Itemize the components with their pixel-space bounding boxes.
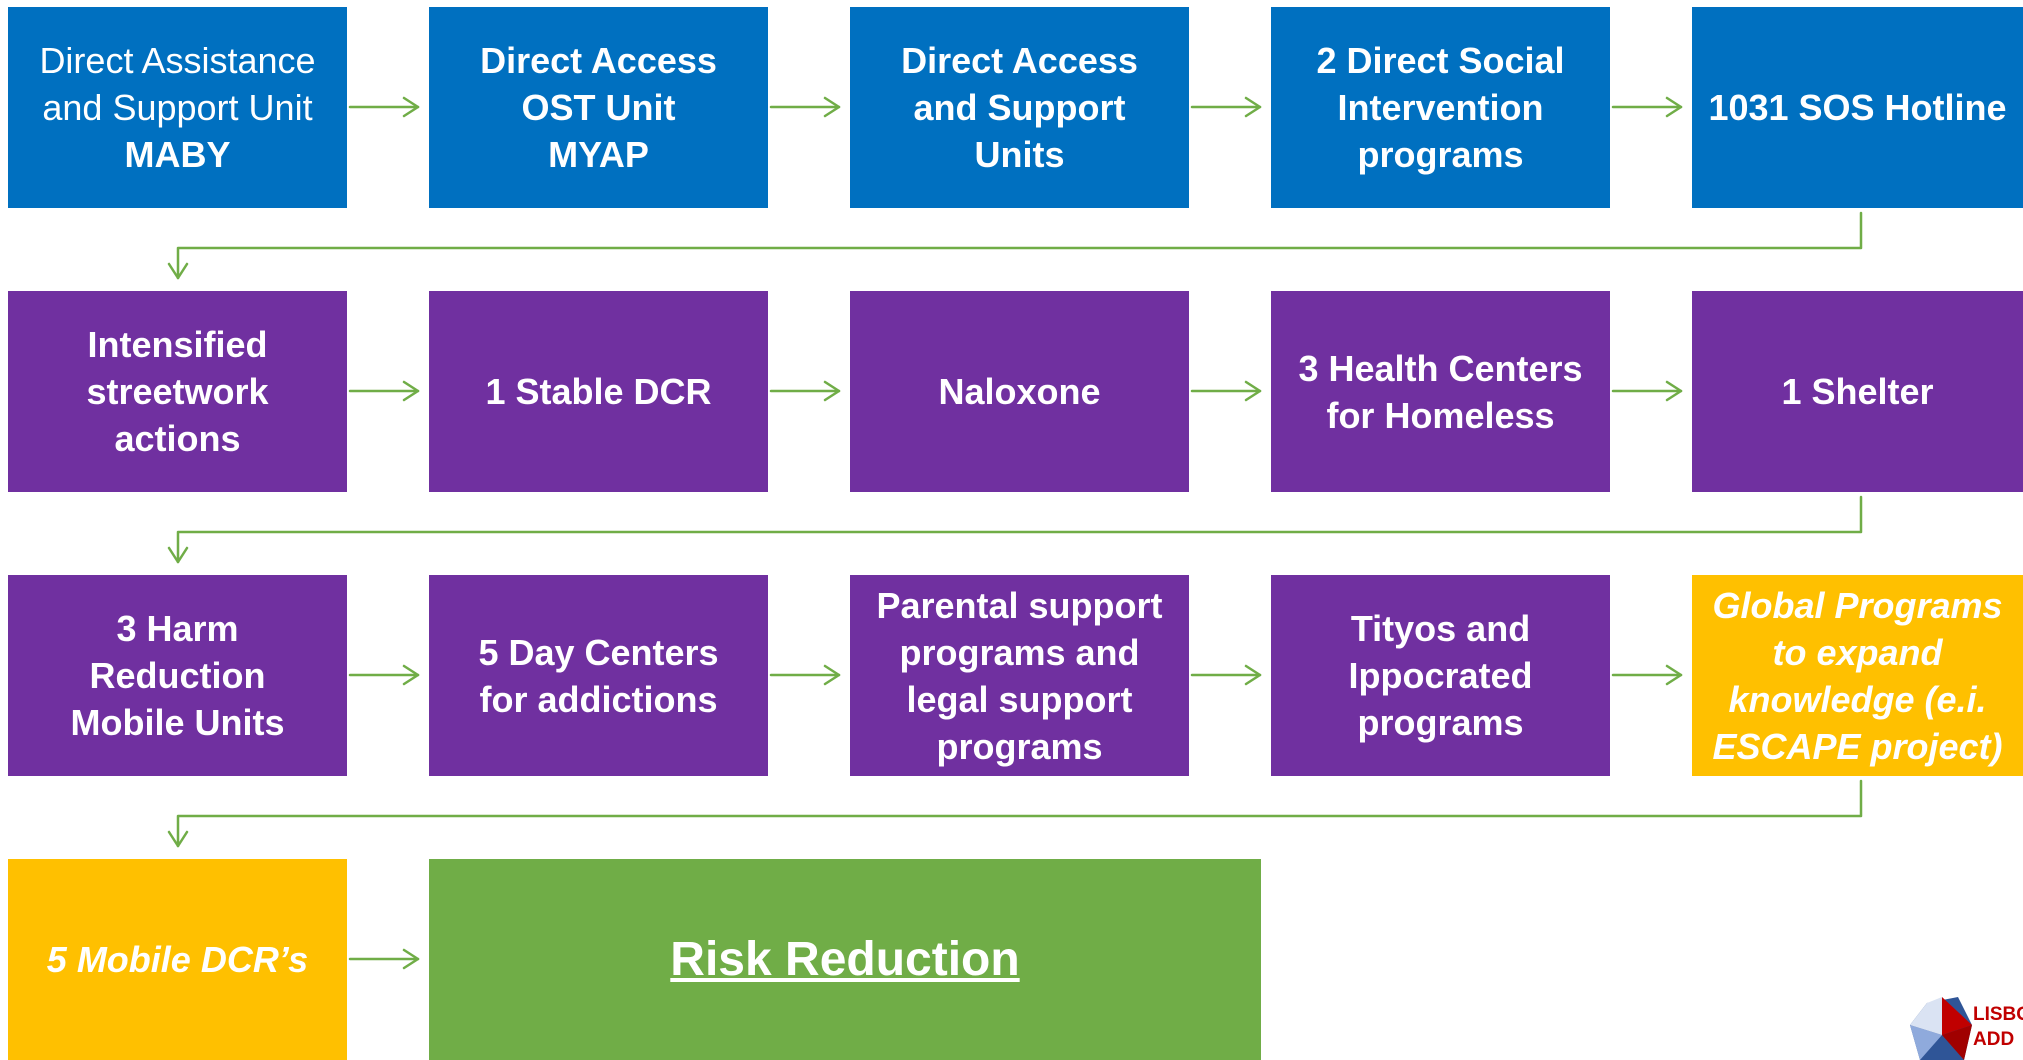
arrow-r4-1 [348, 948, 420, 970]
box-line: programs [1357, 702, 1524, 743]
box-line: streetwork [86, 371, 269, 412]
box-sos-hotline: 1031 SOS Hotline [1692, 7, 2023, 208]
logo-line: LISBO [1973, 1004, 2023, 1025]
box-line: programs [1357, 134, 1524, 175]
box-line: 2 Direct Social [1316, 40, 1565, 81]
box-line: to expand [1772, 631, 1943, 673]
box-line: knowledge (e.i. [1728, 678, 1987, 720]
box-line: Mobile Units [70, 702, 285, 743]
box-line: programs and [899, 631, 1140, 673]
logo-line: ADD [1973, 1029, 2015, 1050]
box-line: Parental support [876, 584, 1163, 626]
box-line: actions [114, 418, 241, 459]
box-line: Direct Access [901, 40, 1138, 81]
box-stable-dcr: 1 Stable DCR [429, 291, 768, 492]
box-line: 3 Health Centers [1298, 347, 1583, 389]
box-line: programs [936, 725, 1103, 767]
box-global-programs: Global Programs to expand knowledge (e.i… [1692, 575, 2023, 776]
box-line: Ippocrated [1348, 655, 1533, 696]
arrow-r3-1 [348, 664, 420, 686]
box-tityos-ippocrated: Tityos and Ippocrated programs [1271, 575, 1610, 776]
box-line: Intensified [87, 324, 268, 365]
box-direct-access-support-units: Direct Access and Support Units [850, 7, 1189, 208]
elbow-arrow-2 [167, 495, 1863, 564]
box-health-centers: 3 Health Centers for Homeless [1271, 291, 1610, 492]
elbow-arrow-3 [167, 779, 1863, 848]
arrow-r2-4 [1611, 380, 1683, 402]
box-line: Intervention [1337, 87, 1544, 128]
box-parental-legal-support: Parental support programs and legal supp… [850, 575, 1189, 776]
box-line: Reduction [89, 655, 266, 696]
box-line: ESCAPE project) [1712, 725, 2003, 767]
box-line: Global Programs [1712, 584, 2003, 626]
arrow-r2-3 [1190, 380, 1262, 402]
box-harm-reduction-mobile: 3 Harm Reduction Mobile Units [8, 575, 347, 776]
arrow-r3-3 [1190, 664, 1262, 686]
box-line: 1 Stable DCR [485, 371, 712, 412]
elbow-arrow-1 [167, 211, 1863, 280]
arrow-r1-2 [769, 96, 841, 118]
box-line: for addictions [479, 678, 718, 720]
box-maby: Direct Assistance and Support Unit MABY [8, 7, 347, 208]
box-line: and Support [913, 87, 1126, 128]
box-streetwork: Intensified streetwork actions [8, 291, 347, 492]
lisbon-addictions-logo-icon [1910, 997, 1972, 1060]
box-line: Units [974, 134, 1065, 175]
arrow-r1-1 [348, 96, 420, 118]
arrow-r3-4 [1611, 664, 1683, 686]
box-line: legal support [906, 678, 1133, 720]
arrow-r2-2 [769, 380, 841, 402]
box-line: 3 Harm [116, 608, 239, 649]
box-line: Naloxone [938, 371, 1101, 412]
box-mobile-dcrs: 5 Mobile DCR’s [8, 859, 347, 1060]
arrow-r1-4 [1611, 96, 1683, 118]
box-line: 5 Day Centers [478, 631, 719, 673]
arrow-r1-3 [1190, 96, 1262, 118]
arrow-r3-2 [769, 664, 841, 686]
box-line: Direct Assistance [39, 40, 316, 81]
box-shelter: 1 Shelter [1692, 291, 2023, 492]
box-day-centers: 5 Day Centers for addictions [429, 575, 768, 776]
box-line: MABY [124, 134, 231, 175]
box-social-intervention: 2 Direct Social Intervention programs [1271, 7, 1610, 208]
box-line: MYAP [548, 134, 649, 175]
box-line: Tityos and [1350, 608, 1531, 649]
box-line: and Support Unit [42, 87, 313, 128]
risk-reduction-title: Risk Reduction [670, 933, 1020, 986]
logo-text: LISBO ADD [1973, 1002, 2023, 1052]
box-naloxone: Naloxone [850, 291, 1189, 492]
box-line: Direct Access [480, 40, 717, 81]
box-line: 1 Shelter [1781, 371, 1934, 412]
box-line: 5 Mobile DCR’s [46, 939, 309, 980]
box-line: for Homeless [1326, 394, 1555, 436]
box-line: OST Unit [521, 87, 676, 128]
box-line: 1031 SOS Hotline [1708, 87, 2007, 128]
arrow-r2-1 [348, 380, 420, 402]
box-risk-reduction: Risk Reduction [429, 859, 1261, 1060]
box-myap: Direct Access OST Unit MYAP [429, 7, 768, 208]
